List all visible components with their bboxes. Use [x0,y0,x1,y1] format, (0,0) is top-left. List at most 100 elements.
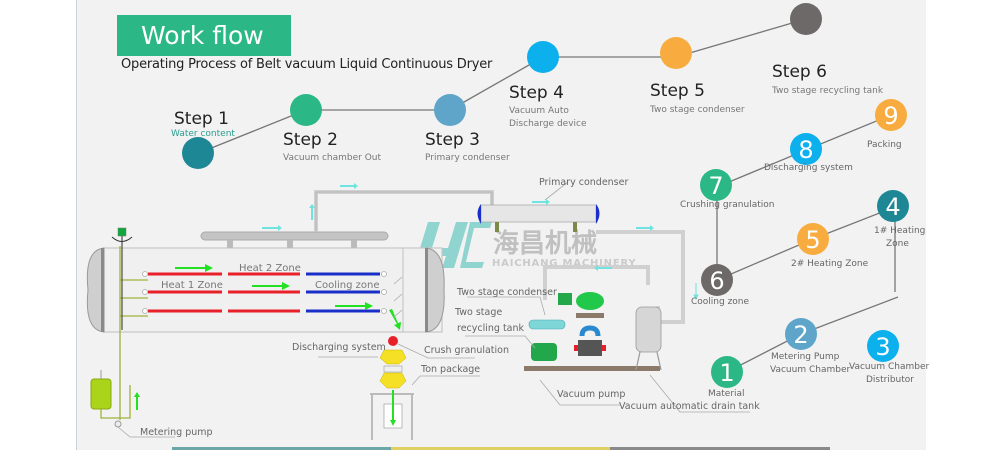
pump-flange [574,345,578,351]
drain-tank-legs [635,351,662,371]
vacuum-drain-tank [635,306,750,413]
roller [142,308,148,314]
belts [148,272,380,313]
bottom-bar-segment-3 [610,447,830,450]
feed-system [90,227,175,438]
water-arrow-icon [309,204,315,220]
num-3-label-line2: Distributor [866,375,915,385]
num-2-circle [785,318,817,350]
num-5-text: 5 [805,226,820,254]
step-2-sub: Vacuum chamber Out [283,153,382,163]
vacuum-pump-unit [465,292,660,406]
scraper [393,309,403,318]
connector-n7-n8 [716,149,807,188]
connector-n5-n6 [716,238,814,281]
leader [397,343,475,359]
num-4-circle [877,190,909,222]
belt-rollers [142,271,387,314]
numbered-circles: 1 2 3 4 5 6 7 8 9 [700,99,909,388]
step-1-title: Step 1 [174,109,229,129]
condenser-leg [495,222,499,232]
feed-pipes [119,246,148,420]
logo-c-icon [460,222,492,268]
roller [381,308,387,314]
leader [467,296,546,316]
num-3-circle [867,330,899,362]
cooling-zone-label: Cooling zone [315,280,380,291]
water-arrow-icon [532,199,550,205]
roots-pump-motor [558,293,572,305]
two-stage-condenser [528,319,566,330]
primary-condenser [477,181,685,324]
num-9-label: Packing [867,140,902,150]
discharge-connector [383,365,403,373]
feed-up-arrow-icon [134,392,140,410]
num-8-label: Discharging system [764,163,853,173]
crush-granulation-label: Crush granulation [424,345,510,356]
step-1-sub: Water content [171,129,235,139]
num-2-text: 2 [793,321,808,349]
discharge-leaders [318,343,480,386]
num-7-text: 7 [708,172,723,200]
watermark-chinese: 海昌机械 [493,229,597,259]
scraper [393,293,403,302]
num-5-label: 2# Heating Zone [791,259,869,269]
dryer-left-cap [86,247,105,333]
step-5-title: Step 5 [650,81,705,101]
step-4-title: Step 4 [509,83,564,103]
discharge-valve-2 [379,372,407,389]
num-4-text: 4 [885,193,900,221]
num-3-label-line1: Vacuum Chamber [849,362,930,372]
metering-pump-label: Metering pump [140,427,213,438]
step-3-circle [434,94,466,126]
drain-tank-body [635,306,662,353]
step-4-sub-line1: Vacuum Auto [509,106,569,116]
connector-5-6 [675,18,807,58]
roller [142,271,148,277]
condenser-shell [480,204,597,223]
num-8-circle [790,133,822,165]
step-4-sub-line2: Discharge device [509,119,587,129]
num-9-circle [875,99,907,131]
step-2-title: Step 2 [283,130,338,150]
bottom-bar-segment-1 [172,447,391,450]
pump-flange [602,345,606,351]
step-connectors [198,18,807,154]
pipe-to-condenser-edge [315,191,493,232]
ton-package-label: Ton package [421,364,481,375]
pump-motor [531,343,557,361]
num-7-circle [700,169,732,201]
condenser-cap-right [596,204,600,224]
watermark-english: HAICHANG MACHINERY [492,258,636,269]
discharge-down-arrow-icon [390,390,396,426]
roller [142,289,148,295]
feed-dome [111,236,133,242]
two-stage-recycling-label-line2: recycling tank [457,323,525,334]
material-tank [90,378,112,410]
leader [411,375,480,386]
pump-leaders [465,296,620,406]
num-2-label-line2: Vacuum Chamber [770,365,851,375]
num-4-label-line2: Zone [886,239,909,249]
vacuum-manifold [200,231,389,241]
roller [381,289,387,295]
vacuum-pump-label: Vacuum pump [557,389,626,400]
num-6-text: 6 [709,267,724,295]
pump-pipe [579,325,601,337]
step-3-title: Step 3 [425,130,480,150]
num-1-label: Material [708,389,745,399]
step-3-sub: Primary condenser [425,153,510,163]
step-5-sub: Two stage condenser [650,105,745,115]
tank-outlet [100,409,111,419]
metering-pipe [111,385,131,419]
dryer-left-flange [101,248,104,332]
num-1-circle [711,356,743,388]
num-6-circle [701,264,733,296]
dryer-right-cap [425,247,445,333]
two-stage-recycling-label-line1: Two stage [455,307,503,318]
primary-condenser-label: Primary condenser [539,177,629,188]
water-arrow-icon [262,225,282,231]
scrapers [393,276,403,318]
two-stage-condenser-label: Two stage condenser [457,287,557,298]
